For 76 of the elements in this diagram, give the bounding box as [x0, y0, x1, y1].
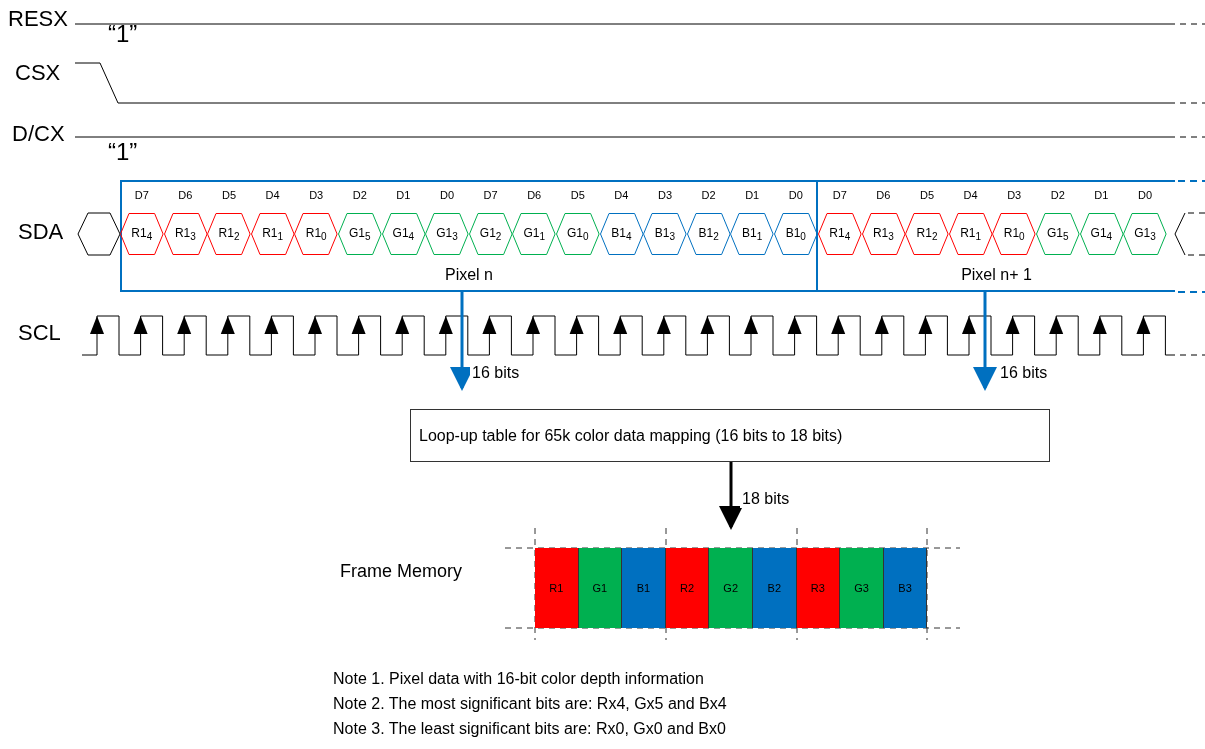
process-box: Loop-up table for 65k color data mapping (16 bits to 18 bits)	[410, 409, 1050, 462]
group-label: Pixel n+ 1	[960, 266, 1033, 284]
bit-value-label: B1$_{1}$	[742, 225, 763, 243]
bit-value-label: G1$_{5}$	[349, 225, 371, 243]
bit-number-label: D4	[962, 189, 979, 201]
row-label: Frame Memory	[340, 561, 462, 582]
bit-number-label: D3	[1006, 189, 1023, 201]
bit-value-label: R1$_{4}$	[131, 225, 153, 243]
arrow	[973, 292, 997, 391]
group-label: Pixel n	[444, 266, 494, 284]
note-text: Note 1. Pixel data with 16-bit color depth information	[333, 670, 704, 688]
memory-cell: G3	[840, 548, 884, 628]
bit-value-label: B1$_{0}$	[785, 225, 806, 243]
bit-number-label: D7	[831, 189, 848, 201]
bit-number-label: D0	[787, 189, 804, 201]
bit-value-label: R1$_{1}$	[960, 225, 982, 243]
signal-name: SCL	[18, 320, 61, 346]
signal-name: RESX	[8, 6, 68, 32]
pixel-group-frame	[120, 180, 818, 292]
memory-cell: R3	[796, 548, 841, 628]
memory-cell: B2	[753, 548, 797, 628]
bit-number-label: D7	[133, 189, 150, 201]
edge-label: 18 bits	[740, 490, 792, 508]
bit-number-label: D2	[700, 189, 717, 201]
note-text: Note 2. The most significant bits are: Rx4, Gx5 and Bx4	[333, 695, 727, 713]
memory-cell: G2	[709, 548, 753, 628]
bit-value-label: B1$_{2}$	[698, 225, 719, 243]
bit-number-label: D0	[1136, 189, 1153, 201]
memory-cell: B3	[883, 548, 928, 628]
bit-value-label: R1$_{0}$	[305, 225, 327, 243]
bit-value-label: G1$_{4}$	[1090, 225, 1113, 243]
bit-number-label: D3	[308, 189, 325, 201]
memory-cell: R1	[535, 548, 579, 628]
bit-value-label: G1$_{3}$	[436, 225, 458, 243]
bit-value-label: B1$_{3}$	[654, 225, 676, 243]
value-label: “1”	[108, 20, 138, 48]
bit-value-label: R1$_{3}$	[174, 225, 196, 243]
bit-number-label: D6	[875, 189, 892, 201]
signal-name: SDA	[18, 219, 64, 245]
bit-value-label: R1$_{3}$	[872, 225, 894, 243]
bit-value-label: R1$_{2}$	[218, 225, 240, 243]
memory-cell: G1	[578, 548, 623, 628]
bit-value-label: G1$_{5}$	[1047, 225, 1069, 243]
bit-number-label: D6	[526, 189, 543, 201]
bit-value-label: R1$_{2}$	[916, 225, 938, 243]
bit-number-label: D3	[656, 189, 673, 201]
bit-number-label: D4	[264, 189, 281, 201]
bit-number-label: D5	[220, 189, 237, 201]
bit-value-label: G1$_{0}$	[567, 225, 589, 243]
bit-value-label: G1$_{3}$	[1134, 225, 1156, 243]
arrow	[719, 462, 743, 530]
bit-value-label: G1$_{1}$	[523, 225, 545, 243]
bit-number-label: D6	[177, 189, 194, 201]
bit-number-label: D1	[1093, 189, 1110, 201]
bit-number-label: D1	[744, 189, 761, 201]
bit-value-label: R1$_{4}$	[829, 225, 851, 243]
signal-name: D/CX	[12, 121, 65, 147]
signal-name: CSX	[15, 60, 61, 86]
bit-value-label: B1$_{4}$	[611, 225, 632, 243]
bit-number-label: D4	[613, 189, 630, 201]
bit-value-label: G1$_{2}$	[479, 225, 502, 243]
bit-number-label: D2	[351, 189, 368, 201]
memory-cell: B1	[622, 548, 666, 628]
value-label: “1”	[108, 138, 138, 166]
bit-value-label: R1$_{1}$	[262, 225, 284, 243]
note-text: Note 3. The least significant bits are: Rx0, Gx0 and Bx0	[333, 720, 726, 738]
bit-number-label: D1	[395, 189, 412, 201]
bit-number-label: D0	[438, 189, 455, 201]
bit-number-label: D5	[569, 189, 586, 201]
bit-number-label: D5	[918, 189, 935, 201]
pixel-group-frame	[818, 180, 1175, 292]
bit-number-label: D2	[1049, 189, 1066, 201]
bit-number-label: D7	[482, 189, 499, 201]
memory-cell: R2	[665, 548, 710, 628]
bit-value-label: R1$_{0}$	[1003, 225, 1025, 243]
bit-value-label: G1$_{4}$	[392, 225, 415, 243]
